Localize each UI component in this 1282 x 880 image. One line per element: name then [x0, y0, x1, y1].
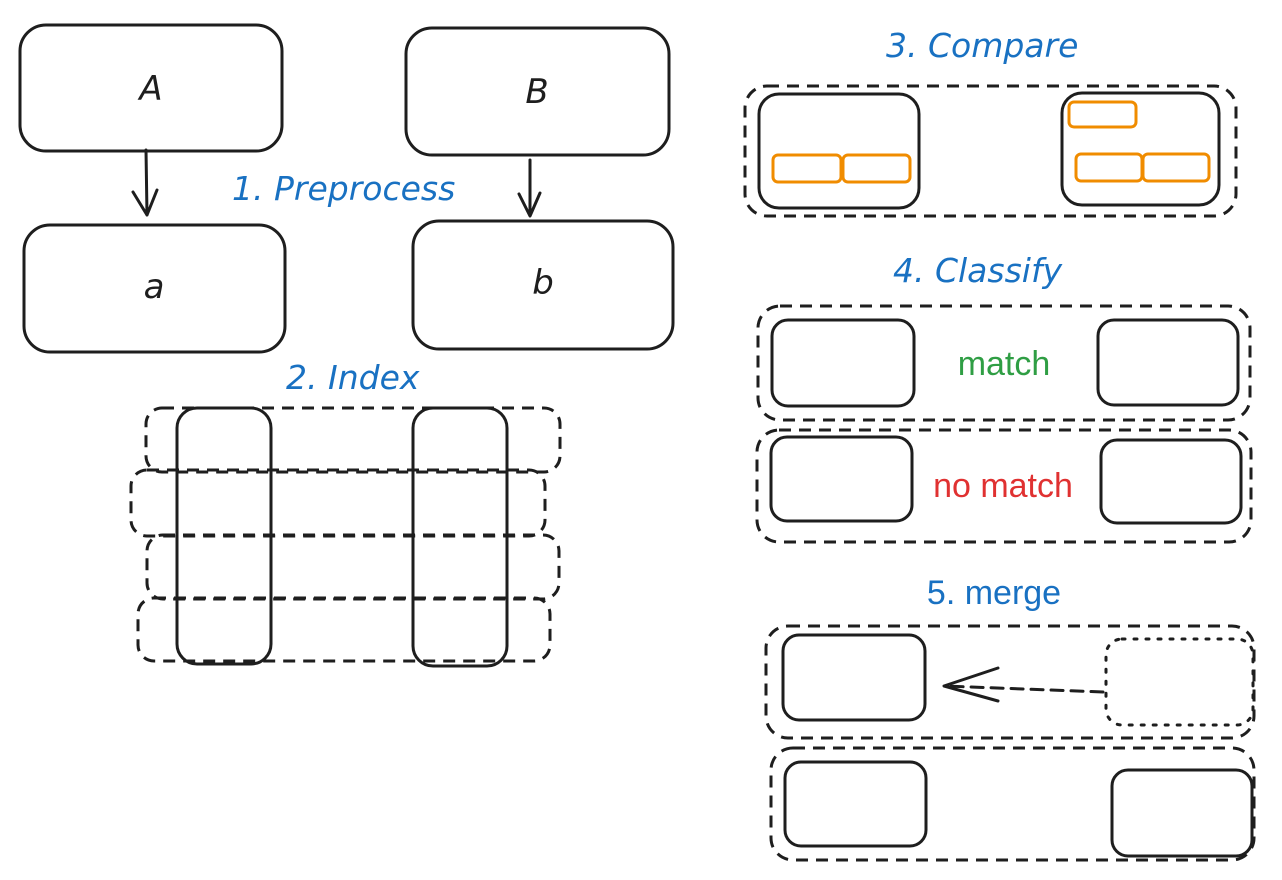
compare-section: 3. Compare — [743, 26, 1238, 218]
classify-match-right[interactable] — [1096, 318, 1240, 407]
merge-arrow-shaft — [943, 684, 1105, 694]
step-preprocess-title: 1. Preprocess — [232, 169, 455, 208]
compare-field-right-3 — [1141, 152, 1211, 183]
merge-group-2 — [769, 746, 1256, 862]
node-a-box[interactable] — [22, 223, 287, 354]
merge-source-record[interactable] — [1104, 637, 1255, 727]
classify-section: 4. Classify match no match — [755, 251, 1253, 544]
merge-result-right[interactable] — [1110, 768, 1254, 858]
node-A-label: A — [137, 69, 162, 109]
step-classify-title: 4. Classify — [893, 251, 1063, 290]
no-match-label: no match — [933, 467, 1073, 505]
merge-section: 5. merge — [764, 574, 1256, 862]
index-row-3 — [145, 533, 561, 601]
node-b-label: b — [532, 263, 554, 303]
node-B-label: B — [525, 72, 548, 112]
step-index-title: 2. Index — [286, 358, 420, 397]
classify-nomatch-left[interactable] — [769, 435, 914, 523]
node-a-label: a — [144, 267, 165, 307]
arrow-B-to-b — [517, 158, 542, 218]
node-B-box[interactable] — [404, 26, 671, 157]
index-row-4 — [136, 596, 552, 663]
compare-group — [743, 84, 1238, 218]
index-column-right — [411, 406, 509, 668]
classify-nomatch-group — [755, 428, 1253, 544]
index-row-2 — [129, 468, 547, 538]
node-b-box[interactable] — [411, 219, 675, 351]
compare-field-right-1 — [1067, 100, 1138, 129]
compare-field-left-1 — [771, 153, 843, 184]
classify-match-group — [756, 304, 1252, 422]
classify-nomatch-right[interactable] — [1099, 438, 1243, 525]
merge-group-1 — [764, 624, 1256, 740]
merge-result-left[interactable] — [783, 760, 928, 848]
node-A-box[interactable] — [18, 23, 284, 153]
index-column-left — [175, 406, 273, 666]
match-label: match — [958, 345, 1051, 383]
step-compare-title: 3. Compare — [886, 26, 1078, 65]
compare-record-left[interactable] — [757, 92, 921, 210]
index-row-1 — [144, 406, 562, 474]
merge-arrow-head — [942, 666, 1000, 703]
index-section: 2. Index — [129, 358, 562, 668]
classify-match-left[interactable] — [770, 318, 916, 408]
arrow-A-to-a — [131, 148, 159, 217]
compare-record-right[interactable] — [1060, 91, 1221, 207]
compare-field-right-2 — [1074, 152, 1144, 183]
compare-field-left-2 — [841, 153, 912, 184]
merge-target-record[interactable] — [781, 633, 927, 722]
preprocess-section: A B a b 1. Preprocess — [18, 23, 675, 354]
step-merge-title: 5. merge — [927, 574, 1061, 612]
